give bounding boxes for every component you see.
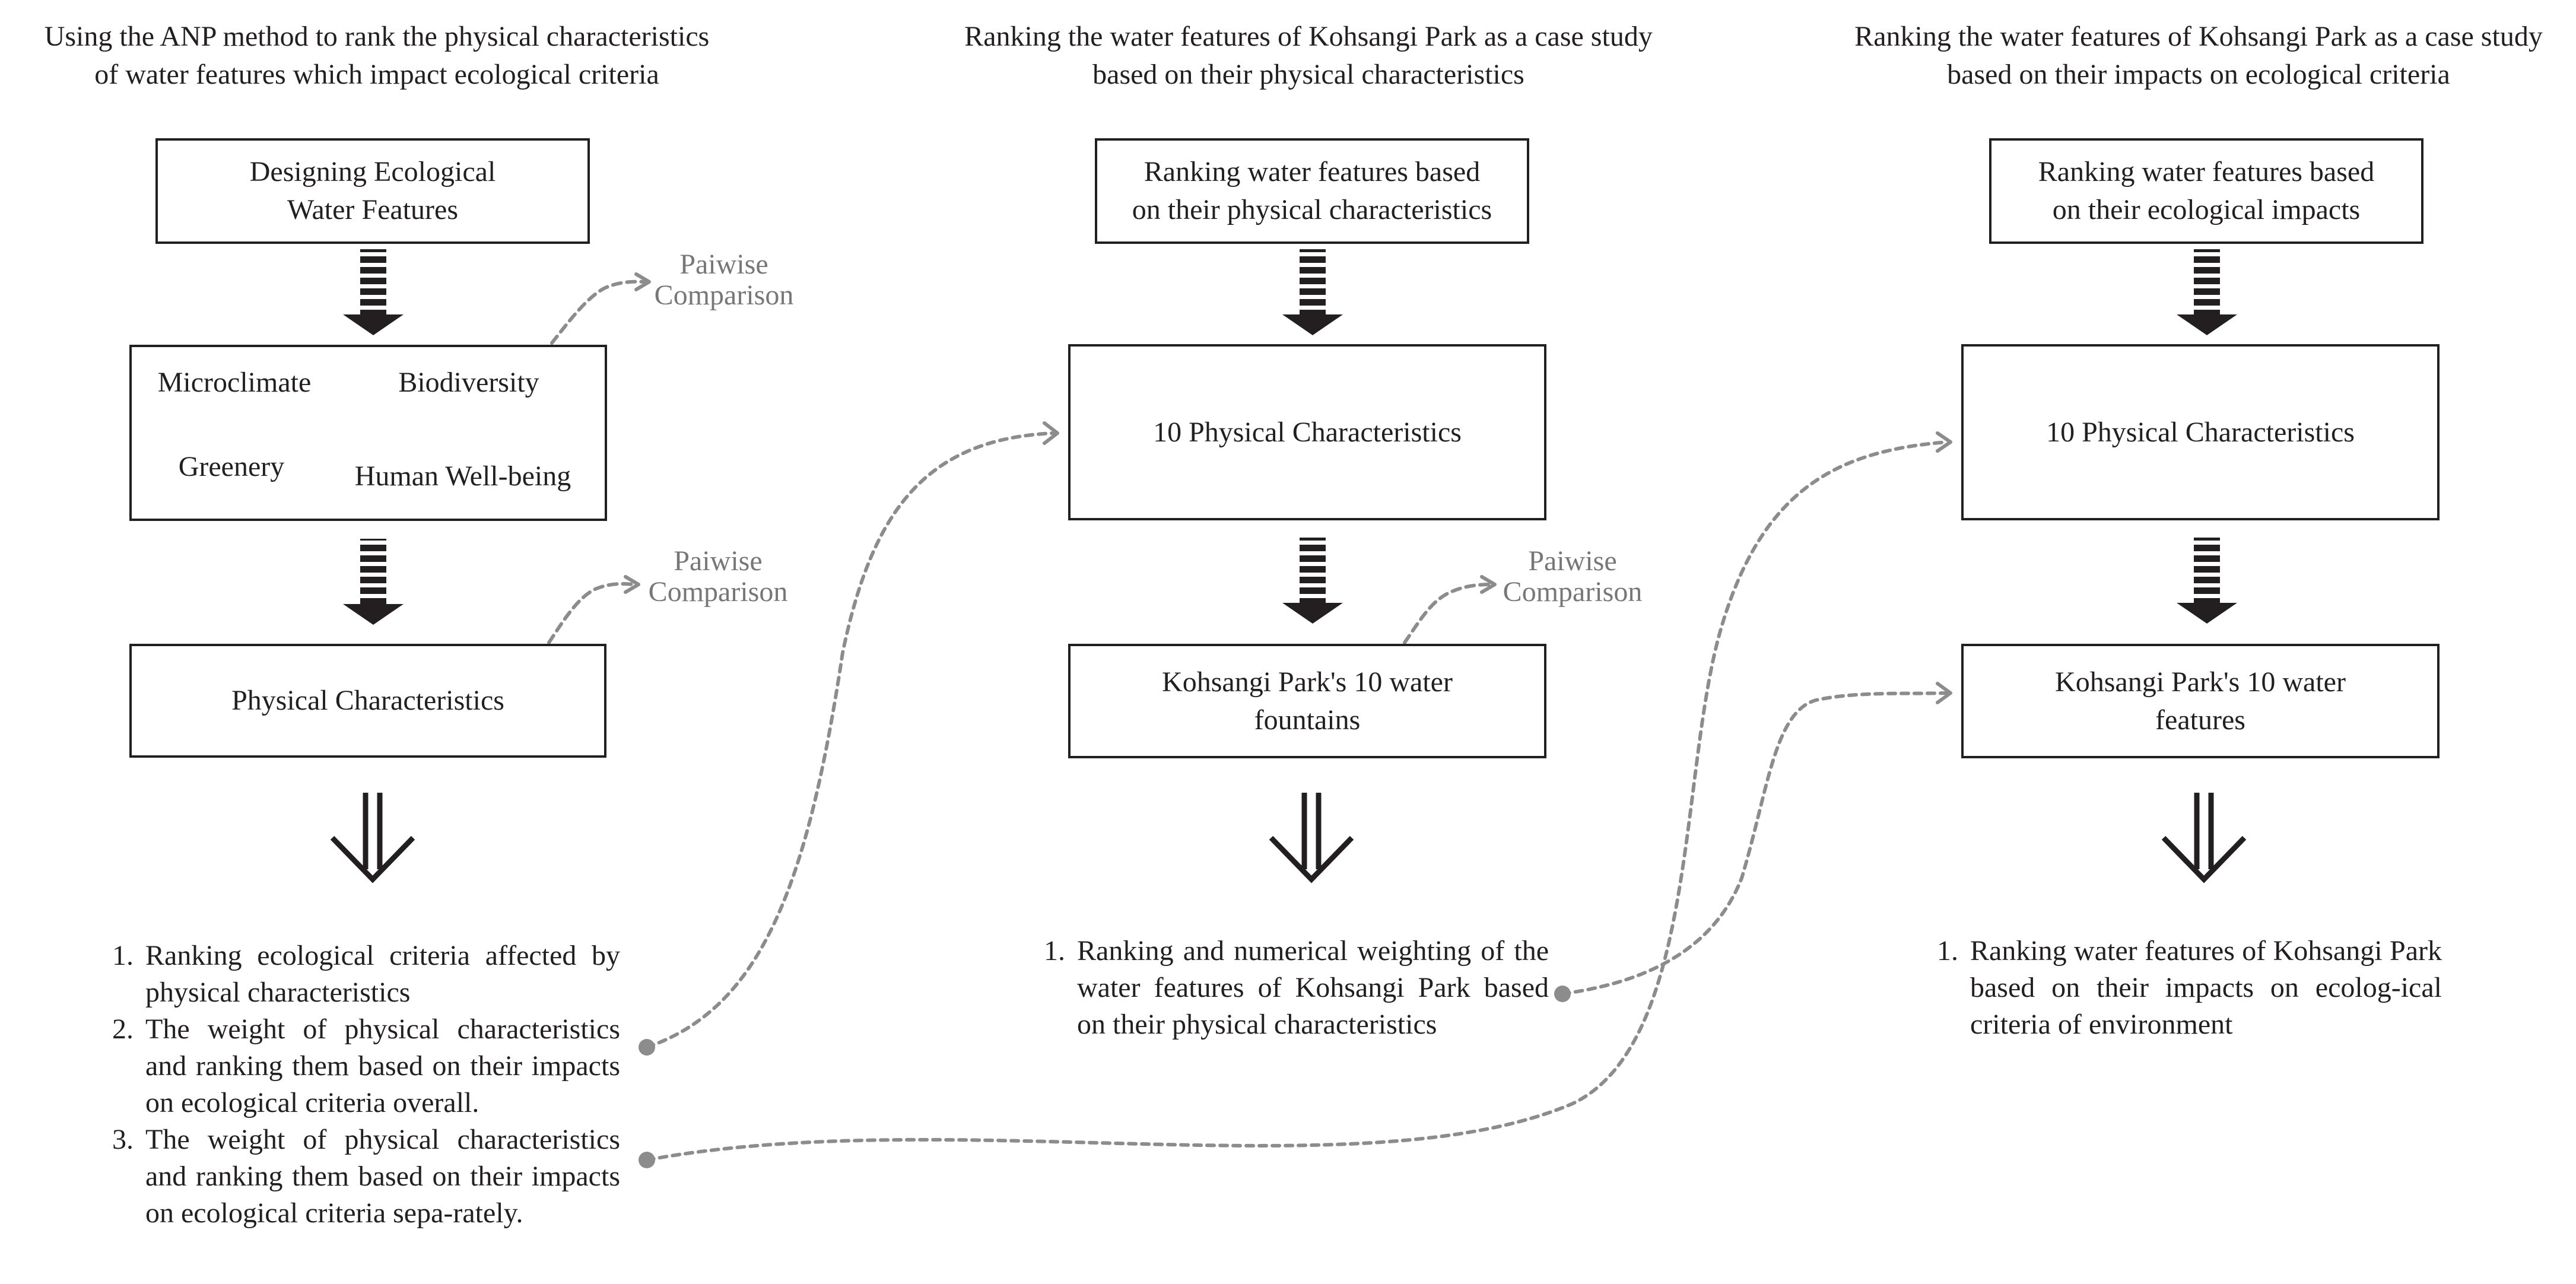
connector-dot-icon (1554, 986, 1571, 1002)
link-connector (645, 440, 1948, 1162)
list-item: 1.Ranking and numerical weighting of the… (1044, 935, 1549, 1040)
column-2-title: Ranking the water features of Kohsangi P… (964, 21, 1653, 90)
arrowhead-icon (634, 272, 651, 291)
criteria-box (129, 345, 607, 521)
physical-characteristics-box: Physical Characteristics (129, 644, 606, 758)
double-down-arrow-icon (1269, 793, 1354, 883)
arrowhead-icon (1043, 421, 1059, 445)
connector-dot-icon (639, 1039, 655, 1056)
criteria-microclimate: Microclimate (157, 367, 312, 398)
column-1-title: Using the ANP method to rank the physica… (44, 21, 710, 90)
link-connector (1561, 691, 1949, 996)
striped-arrow-icon (343, 249, 404, 335)
list-item: 2.The weight of physical characteristics… (112, 1013, 620, 1118)
striped-arrow-icon (1282, 538, 1343, 624)
criteria-greenery: Greenery (178, 451, 285, 482)
pairwise-connector (1403, 583, 1494, 644)
physical-characteristics-10-box: 10 Physical Characteristics (1961, 344, 2440, 520)
column-1-results: 1.Ranking ecological criteria affected b… (98, 937, 620, 1232)
double-down-arrow-icon (2161, 793, 2247, 883)
striped-arrow-icon (343, 539, 404, 625)
criteria-human-well-being: Human Well-being (354, 460, 571, 492)
list-item: 3.The weight of physical characteristics… (112, 1124, 620, 1229)
list-item: 1.Ranking ecological criteria affected b… (112, 940, 620, 1008)
connector-dot-icon (639, 1152, 655, 1168)
list-item: 1.Ranking water features of Kohsangi Par… (1937, 935, 2442, 1040)
column-3-title: Ranking the water features of Kohsangi P… (1854, 21, 2543, 90)
column-2-results: 1.Ranking and numerical weighting of the… (1030, 933, 1549, 1043)
arrowhead-icon (1480, 575, 1497, 594)
arrowhead-icon (624, 575, 640, 594)
striped-arrow-icon (2177, 249, 2237, 335)
column-3-results: 1.Ranking water features of Kohsangi Par… (1923, 933, 2442, 1043)
striped-arrow-icon (1282, 249, 1343, 335)
criteria-biodiversity: Biodiversity (398, 367, 539, 398)
arrowhead-icon (1936, 682, 1952, 704)
physical-characteristics-10-box: 10 Physical Characteristics (1068, 344, 1546, 520)
pairwise-connector (550, 279, 649, 345)
link-connector (645, 431, 1055, 1049)
striped-arrow-icon (2177, 538, 2237, 624)
arrowhead-icon (1936, 431, 1952, 453)
pairwise-connector (547, 581, 638, 644)
double-down-arrow-icon (330, 793, 415, 883)
